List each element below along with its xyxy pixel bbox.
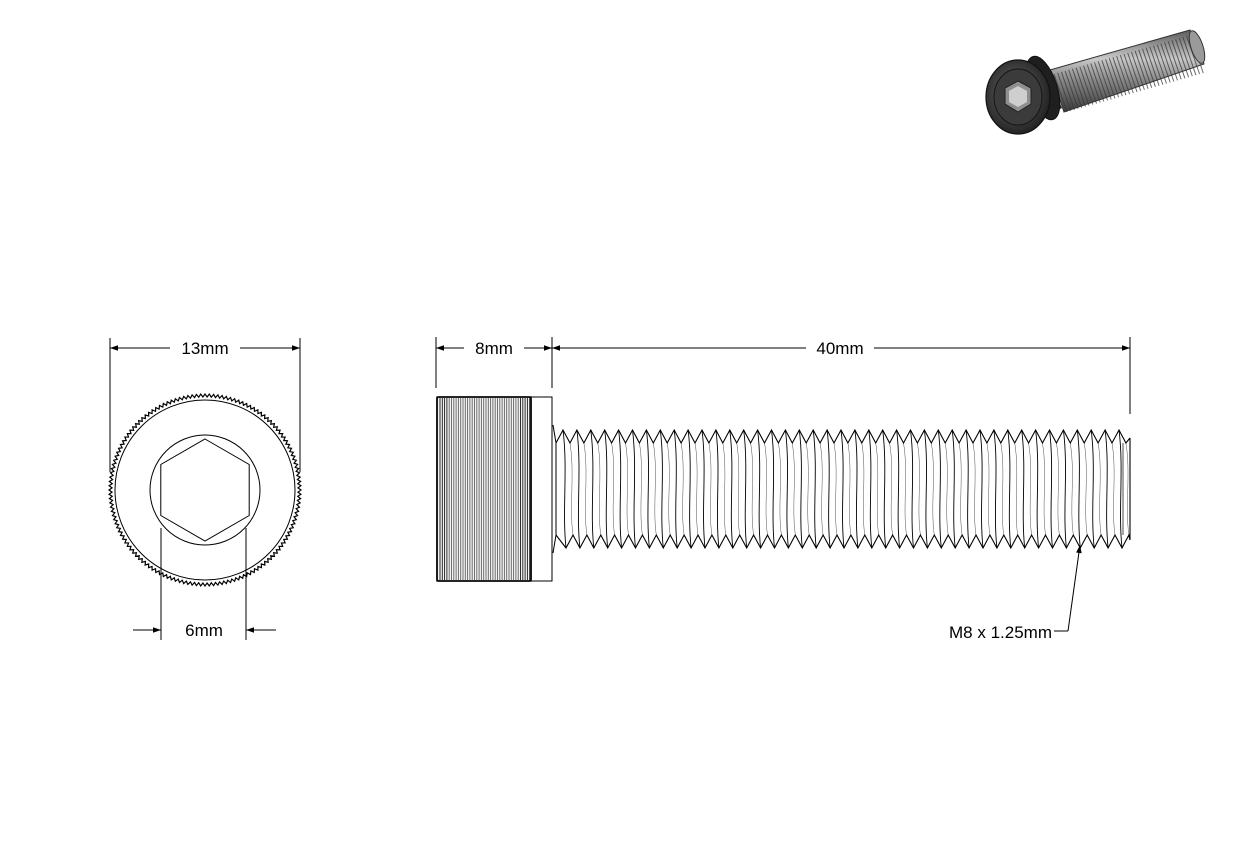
end-view: 13mm 6mm (107, 338, 303, 640)
thread-callout: M8 x 1.25mm (949, 544, 1082, 642)
threaded-shaft (552, 424, 1131, 554)
head-knurling (436, 396, 532, 582)
head-length-label: 8mm (475, 339, 513, 358)
thread-spec-label: M8 x 1.25mm (949, 623, 1052, 642)
head-knurl-outline (107, 392, 303, 588)
dimension-head-diameter: 13mm (109, 338, 301, 472)
hex-socket-label: 6mm (185, 621, 223, 640)
dimension-head-length: 8mm (435, 337, 553, 388)
side-view: 8mm 40mm M8 x 1.25mm (435, 337, 1131, 642)
dimension-hex-socket: 6mm (133, 528, 276, 640)
shaft-length-label: 40mm (816, 339, 863, 358)
head-inner-circle (114, 399, 296, 581)
preview-shaft (1049, 29, 1206, 113)
head-diameter-label: 13mm (181, 339, 228, 358)
dimension-shaft-length: 40mm (552, 337, 1131, 414)
head-side (436, 396, 553, 582)
screw-3d-preview (985, 29, 1206, 135)
hex-socket (160, 438, 250, 542)
socket-circle (149, 434, 261, 546)
preview-head (985, 55, 1062, 135)
